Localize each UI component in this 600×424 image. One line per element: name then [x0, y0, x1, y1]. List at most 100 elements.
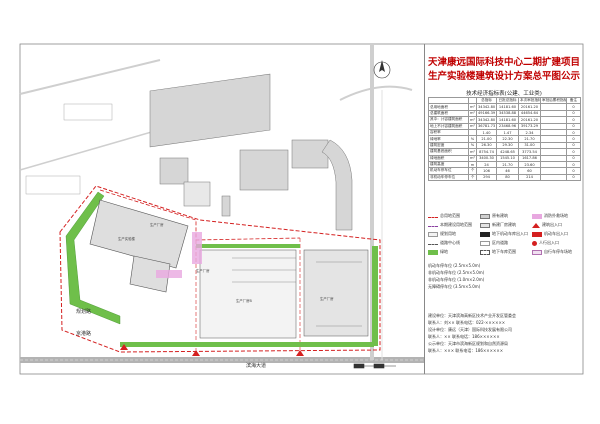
- table-header-cell: 本次审批指标: [518, 96, 541, 105]
- new-building-main: [89, 199, 189, 269]
- table-cell: 294: [476, 173, 497, 182]
- red-arrow-icon: [532, 231, 542, 237]
- parking-rows: [232, 257, 362, 327]
- dash-dot-icon: [428, 243, 438, 245]
- legend-item: 本期建设用地范围: [428, 222, 472, 228]
- green-belt-east: [372, 246, 378, 346]
- callout-box-mid: [25, 175, 81, 195]
- label-plant-b: 生产厂房: [150, 223, 164, 227]
- legend-label: 本期建设用地范围: [440, 222, 472, 227]
- bike-box-icon: [532, 249, 542, 255]
- legend-item: 地下机动车库出入口: [480, 231, 528, 237]
- table-cell: 0: [566, 116, 581, 124]
- existing-building-4: [291, 139, 329, 169]
- green-belt-mid: [196, 244, 300, 248]
- legend-label: 自行车停车场地: [544, 249, 572, 254]
- legend-item: 建筑出入口: [532, 222, 562, 228]
- parking-note: 非机动车停车位 (2.5m×5.0m): [428, 270, 485, 275]
- parking-notes: 机动车停车位 (2.5m×5.0m) 非机动车停车位 (2.5m×5.0m) 非…: [428, 262, 580, 290]
- pink-hatch-icon: [532, 213, 542, 219]
- legend-item: 原有建筑: [480, 213, 508, 219]
- table-header-cell: 备注: [566, 96, 581, 105]
- legend-label: 绿地: [440, 249, 448, 254]
- legend-label: 机动车出入口: [544, 231, 568, 236]
- red-dash-line-icon: [428, 216, 438, 218]
- label-plant-c: 生产厂房B: [236, 299, 252, 303]
- legend-label: 人行出入口: [539, 240, 559, 245]
- new-building-annex: [129, 255, 171, 293]
- existing-building-2: [159, 157, 189, 185]
- existing-building-6: [183, 181, 211, 207]
- legend-label: 建筑出入口: [542, 222, 562, 227]
- legend-label: 地下机动车库出入口: [492, 231, 528, 236]
- legend-item: 道路中心线: [428, 240, 460, 246]
- green-belt-west: [65, 191, 121, 325]
- legend-label: 规划用地: [440, 231, 456, 236]
- road-box-icon: [480, 240, 490, 246]
- gray-box-icon: [480, 213, 490, 219]
- fire-area-1: [192, 232, 202, 264]
- unit-line: 建设单位：天津滨海高新区技术产业开发区管委会: [428, 313, 516, 318]
- table-cell: 0: [566, 103, 581, 111]
- unit-line: 公示单位：天津市滨海新区规划和自然资源局: [428, 341, 508, 346]
- callout-box-upper: [63, 103, 113, 121]
- table-cell: 214: [518, 173, 541, 182]
- legend-item: 总用地范围: [428, 213, 460, 219]
- parking-note: 机动车停车位 (2.5m×5.0m): [428, 263, 481, 268]
- legend-item: 人行出入口: [532, 240, 559, 246]
- legend-item: 区内道路: [480, 240, 508, 246]
- existing-building-1: [149, 73, 271, 148]
- legend: 总用地范围原有建筑消防扑救场地本期建设用地范围新建厂房建筑建筑出入口规划用地地下…: [428, 213, 580, 259]
- scale-bar-icon: [353, 363, 396, 369]
- legend-label: 道路中心线: [440, 240, 460, 245]
- legend-item: 地下车库范围: [480, 249, 516, 255]
- legend-label: 区内道路: [492, 240, 508, 245]
- dashed-box-icon: [480, 249, 490, 255]
- page-title: 天津康远国际科技中心二期扩建项目 生产实验楼建筑设计方案总平图公示: [428, 56, 580, 84]
- parking-note: 无障碍停车位 (3.5m×5.0m): [428, 284, 481, 289]
- index-table-title: 技术经济指标表(公建、工业类): [466, 91, 542, 97]
- black-box-icon: [480, 231, 490, 237]
- light-gray-box-icon: [480, 222, 490, 228]
- label-plant-e: 生产厂房: [196, 269, 210, 273]
- purple-dash-icon: [428, 225, 438, 227]
- legend-label: 消防扑救场地: [544, 213, 568, 218]
- phase-boundary: [99, 189, 301, 241]
- legend-item: 绿地: [428, 249, 448, 255]
- label-plant-d: 生产厂房: [320, 297, 334, 301]
- existing-building-5: [221, 195, 231, 217]
- legend-label: 总用地范围: [440, 213, 460, 218]
- vehicle-entrance-arrow-3: [120, 344, 128, 350]
- label-plant-a: 生产实验楼: [118, 237, 135, 241]
- table-header-cell: 审批后累积指标: [540, 96, 567, 105]
- unit-line: 设计单位：康远（天津）国际科技发展有限公司: [428, 327, 512, 332]
- light-box-icon: [428, 231, 438, 237]
- table-cell: 0: [566, 109, 581, 118]
- legend-label: 新建厂房建筑: [492, 222, 516, 227]
- road-label-south: 滨海大道: [246, 363, 267, 369]
- fire-area-2: [156, 270, 182, 278]
- parking-note: 非机动车停车位 (1.0m×2.0m): [428, 277, 485, 282]
- unit-info: 建设单位：天津滨海高新区技术产业开发区管委会 联系人：刘×× 联系电话：022-…: [428, 312, 580, 354]
- new-building-plant-c: [303, 249, 369, 337]
- legend-label: 地下车库范围: [492, 249, 516, 254]
- road-west-diagonal: [19, 59, 161, 95]
- table-cell: 非机动车停车位: [428, 173, 469, 182]
- legend-item: 新建厂房建筑: [480, 222, 516, 228]
- vehicle-entrance-arrow-1: [192, 350, 200, 356]
- table-cell: [540, 173, 567, 182]
- info-panel: [424, 44, 583, 374]
- existing-building-3: [239, 149, 289, 191]
- green-box-icon: [428, 249, 438, 255]
- legend-item: 规划用地: [428, 231, 456, 237]
- green-belt-south: [120, 342, 374, 347]
- unit-line: 联系人：××× 联系电话：186××××××: [428, 348, 504, 353]
- title-line-2: 生产实验楼建筑设计方案总平图公示: [428, 71, 581, 82]
